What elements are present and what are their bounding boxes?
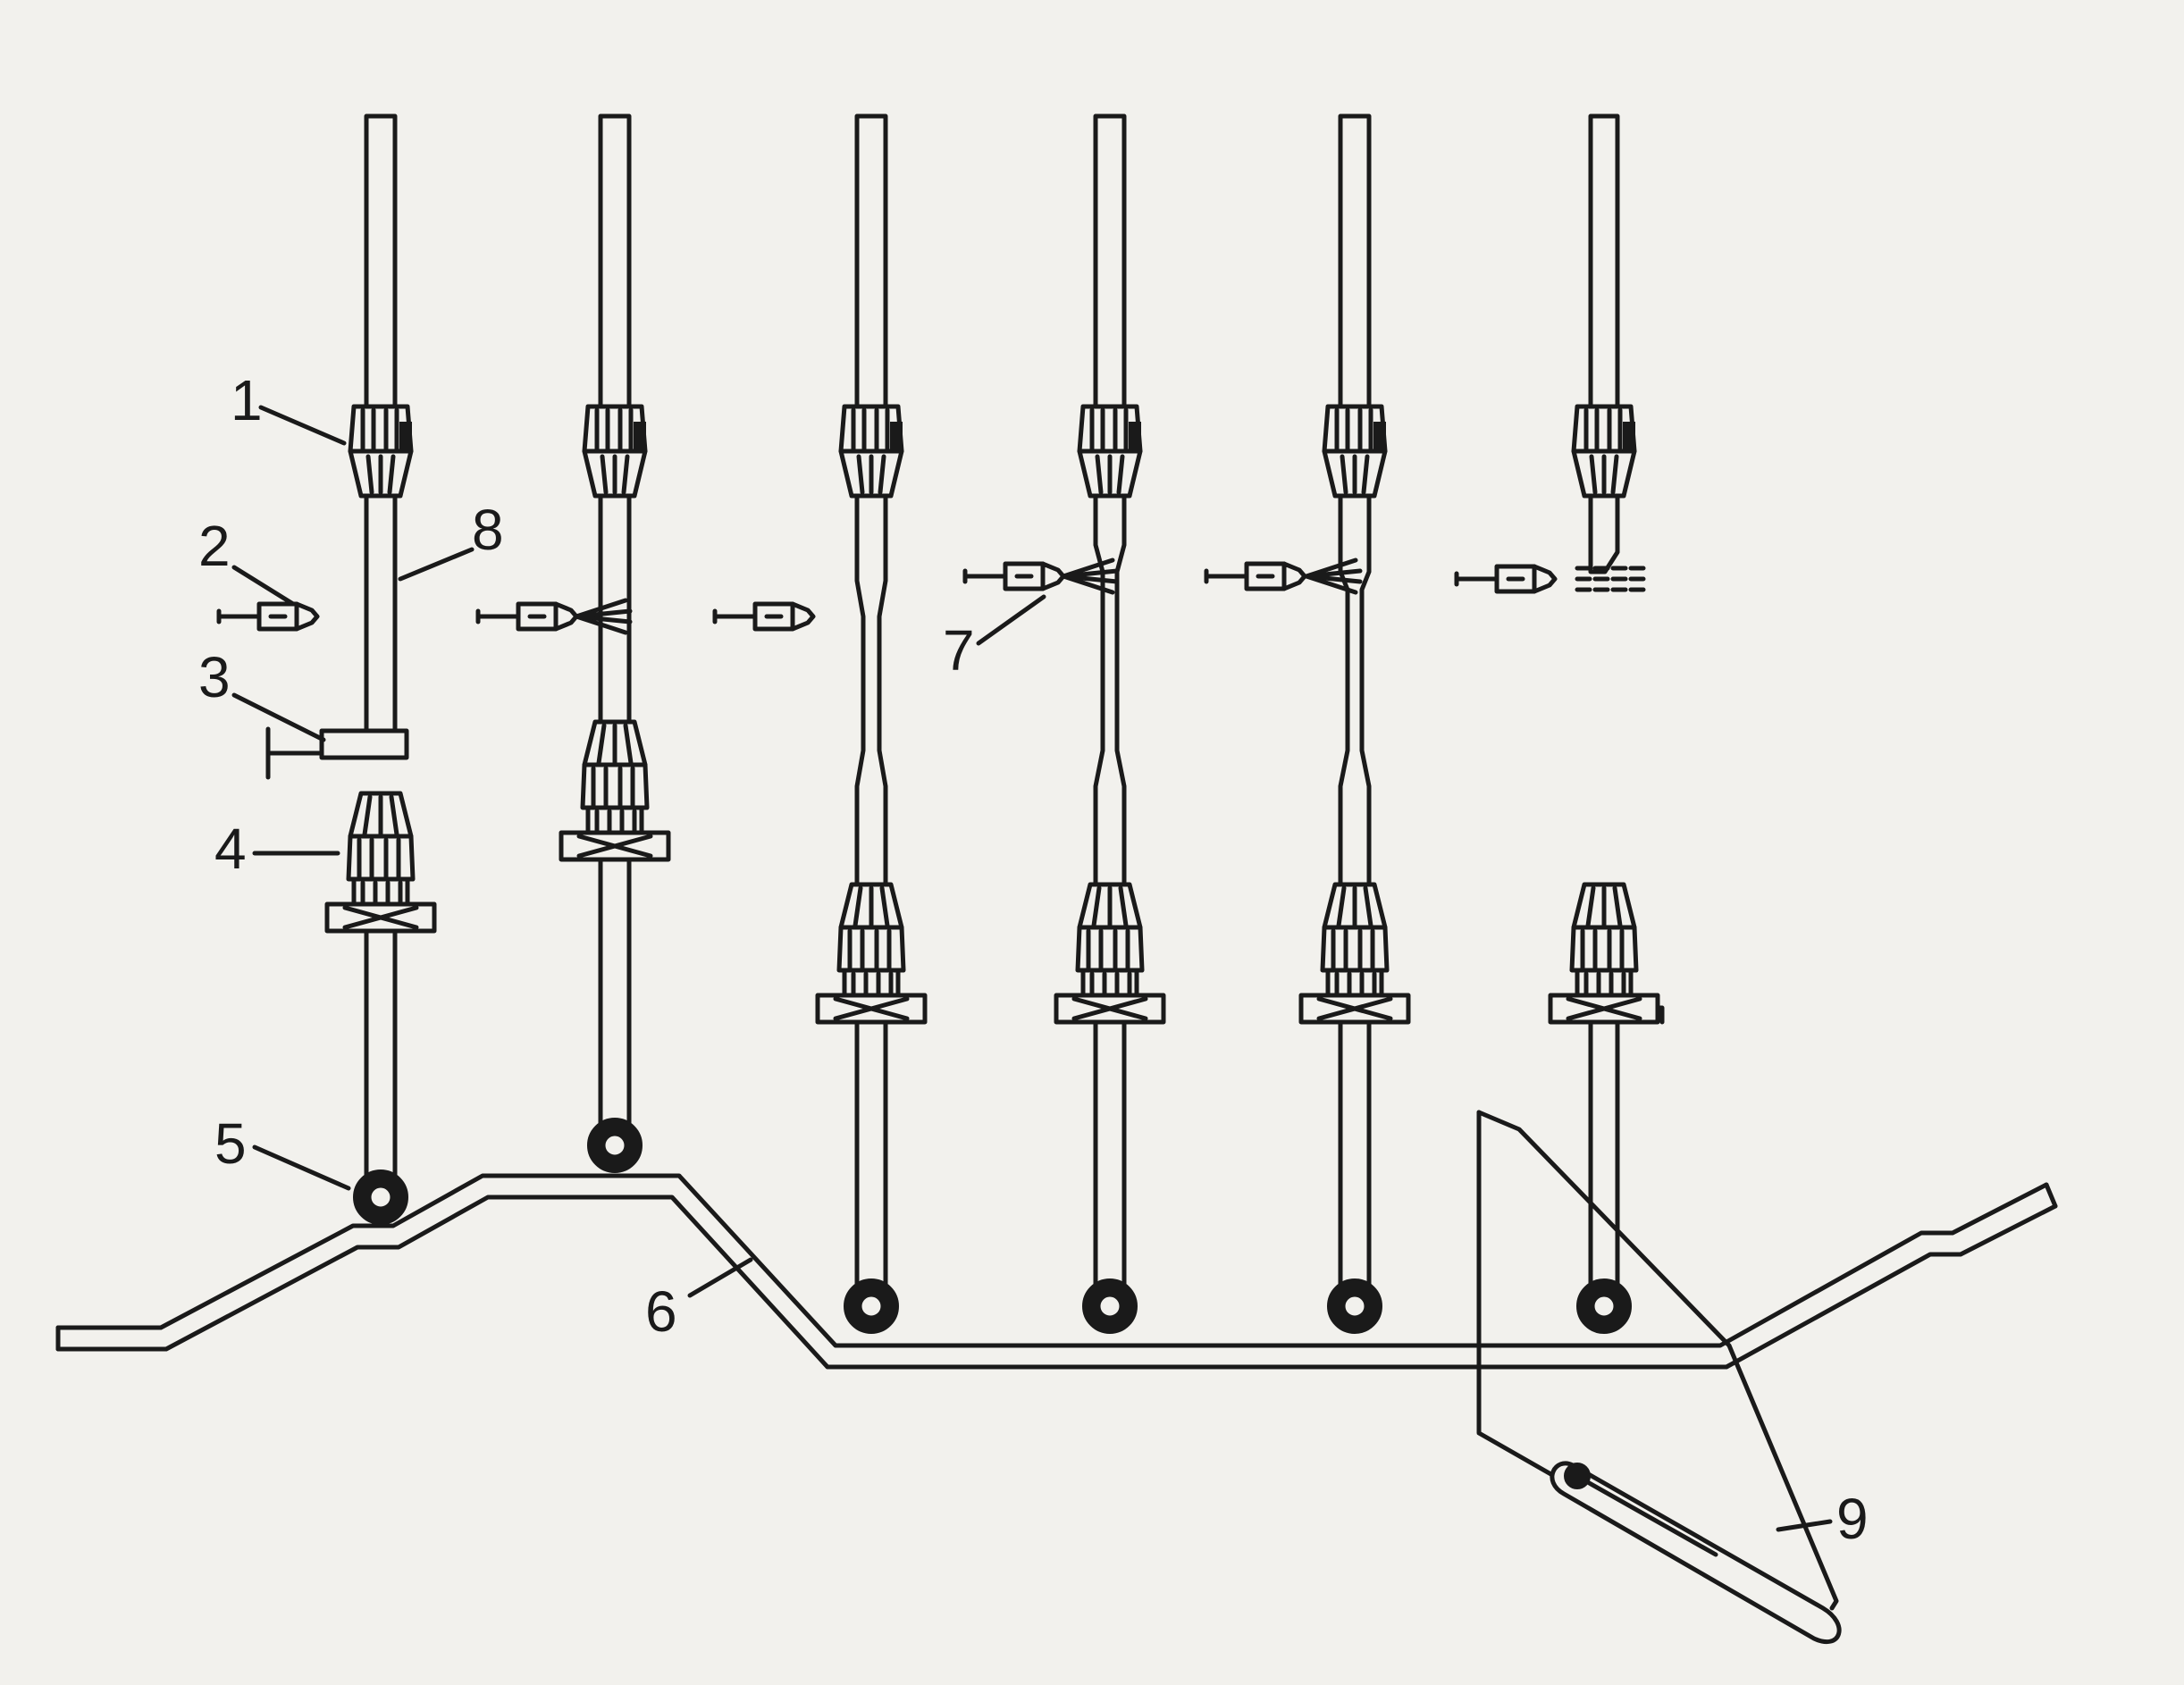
station-3 bbox=[715, 113, 925, 1335]
label-5: 5 bbox=[214, 1111, 247, 1176]
label-3: 3 bbox=[198, 645, 231, 709]
label-6: 6 bbox=[645, 1279, 677, 1344]
discharge-chute bbox=[1476, 1110, 1842, 1645]
label-9: 9 bbox=[1836, 1487, 1869, 1551]
guide-track bbox=[55, 1173, 2058, 1370]
cutter bbox=[265, 726, 409, 780]
station-4 bbox=[965, 113, 1163, 1335]
station-6 bbox=[1457, 113, 1665, 1335]
station-5 bbox=[1206, 113, 1408, 1335]
label-1: 1 bbox=[231, 368, 263, 432]
label-8: 8 bbox=[472, 498, 504, 562]
label-4: 4 bbox=[214, 817, 247, 881]
station-1 bbox=[219, 113, 434, 1226]
part-labels: 1 2 3 4 5 6 7 8 9 bbox=[198, 368, 1869, 1551]
finished-tube bbox=[1550, 1461, 1842, 1645]
label-2: 2 bbox=[198, 514, 231, 578]
label-7: 7 bbox=[943, 618, 975, 683]
severed-flame bbox=[1575, 566, 1651, 592]
station-2 bbox=[478, 113, 668, 1174]
leader-lines bbox=[231, 405, 1833, 1532]
